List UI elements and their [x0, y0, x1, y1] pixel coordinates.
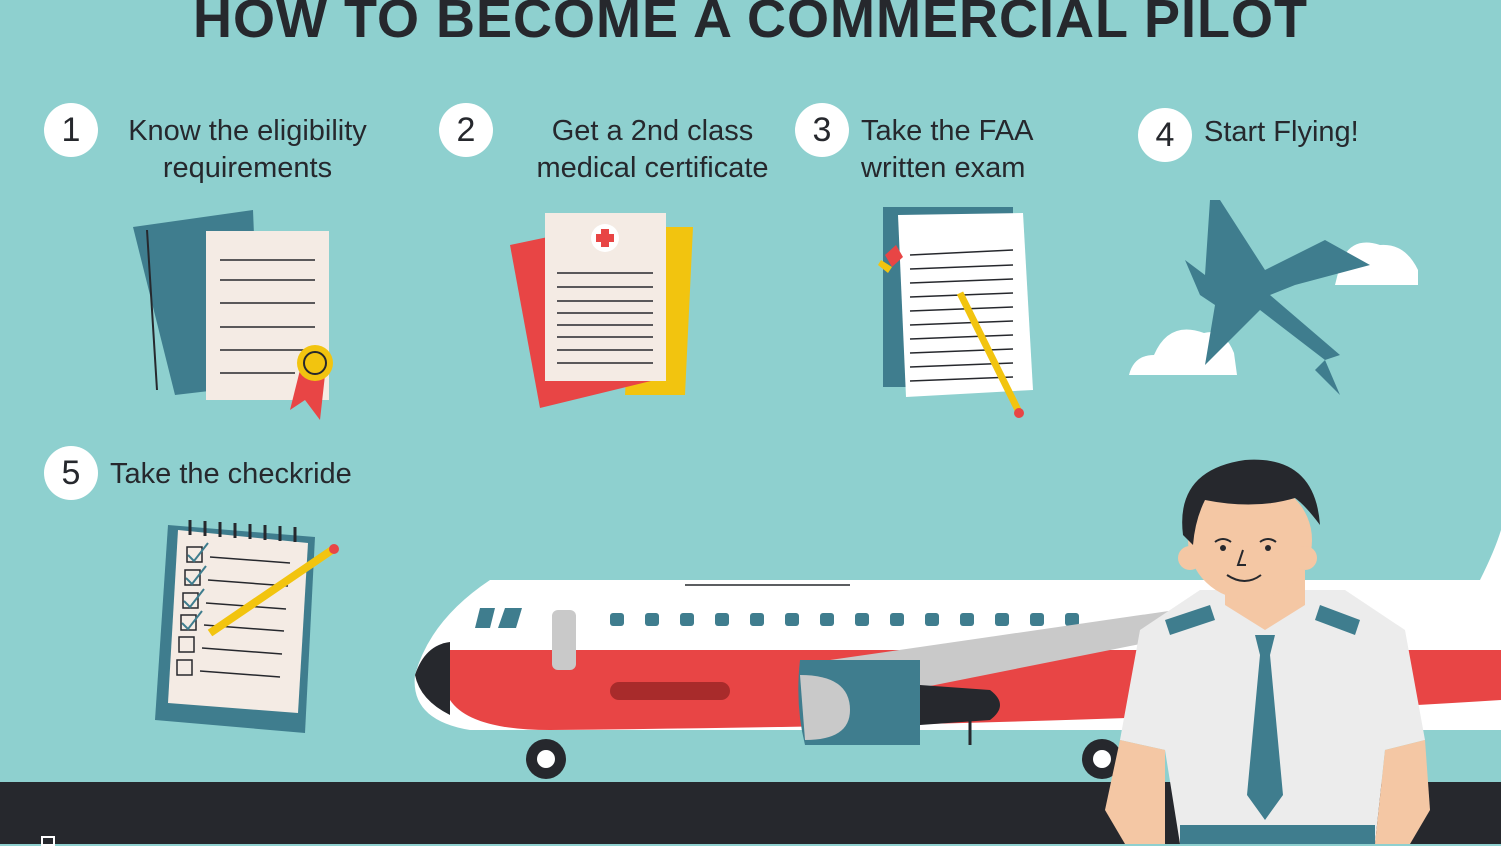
step-3: 3 Take the FAA written exam [795, 103, 1061, 187]
step-label: Take the checkride [110, 458, 352, 490]
small-square-icon [41, 836, 55, 846]
step-5: 5 Take the checkride [44, 446, 352, 500]
step-number: 2 [439, 103, 493, 157]
medical-certificate-icon [510, 213, 693, 408]
step-number: 5 [44, 446, 98, 500]
step-2: 2 Get a 2nd class medical certificate [439, 103, 790, 187]
step-label: Start Flying! [1204, 116, 1359, 148]
pilot-illustration [1105, 459, 1430, 844]
flying-airplane-icon [1129, 200, 1418, 395]
step-label: Get a 2nd class medical certificate [536, 115, 769, 184]
step-number: 1 [44, 103, 98, 157]
step-label: Know the eligibility requirements [128, 115, 367, 184]
certificate-book-icon [133, 210, 333, 420]
page-title: HOW TO BECOME A COMMERCIAL PILOT [193, 0, 1308, 49]
written-exam-icon [878, 207, 1033, 418]
step-4: 4 Start Flying! [1138, 108, 1359, 162]
step-number: 4 [1138, 108, 1192, 162]
step-1: 1 Know the eligibility requirements [44, 103, 385, 187]
step-number: 3 [795, 103, 849, 157]
checkride-checklist-icon [155, 520, 339, 733]
step-label: Take the FAA written exam [861, 115, 1032, 184]
